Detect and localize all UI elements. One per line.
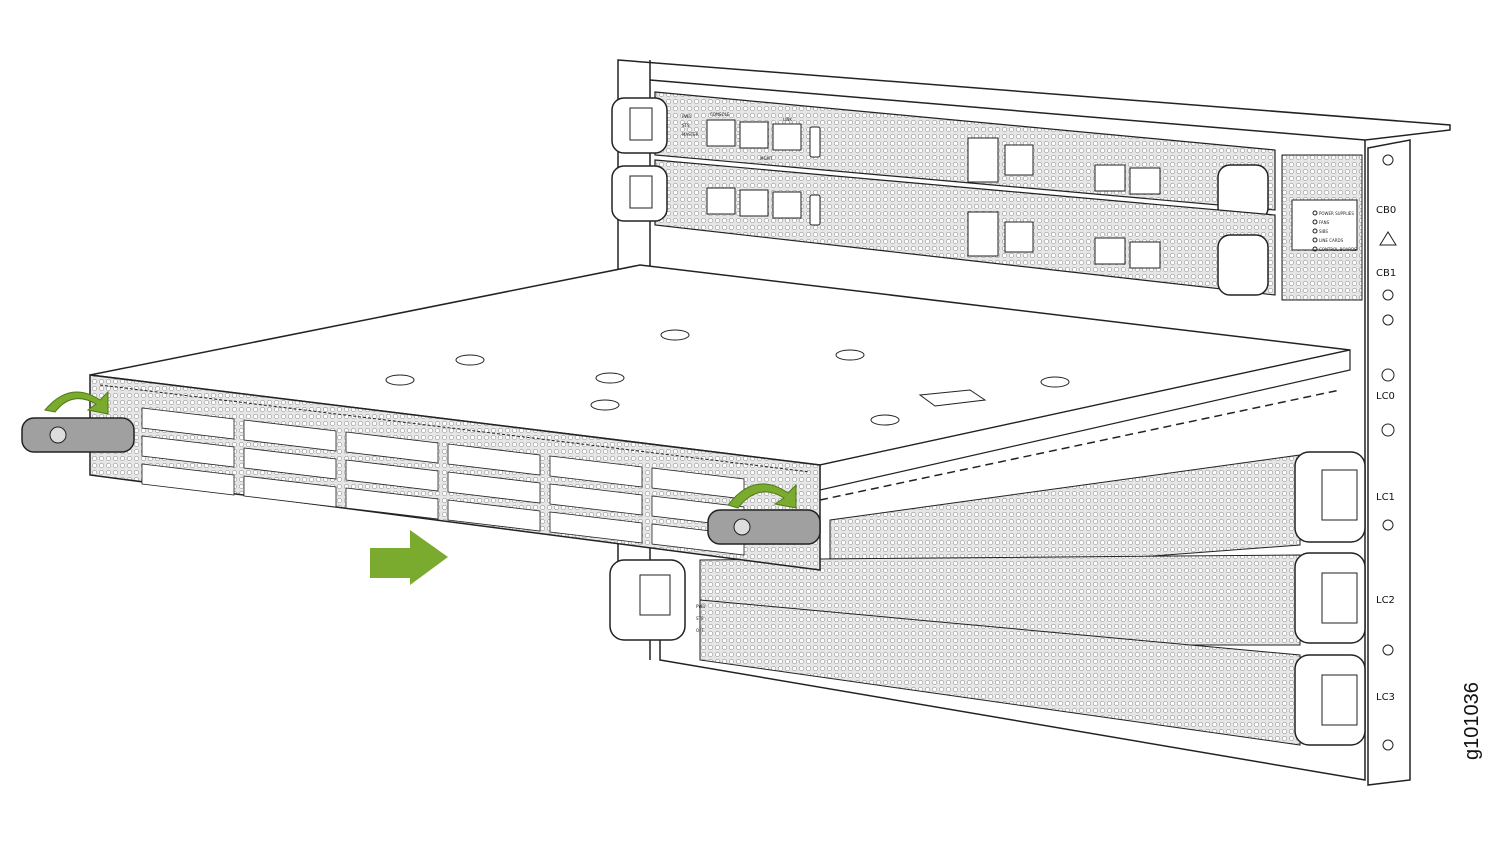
slot-label-lc3: LC3 [1376,692,1395,703]
guide-line [819,389,1341,501]
port-cage [447,443,541,476]
slot-label-cb0: CB0 [1376,205,1396,216]
figure-id: g101036 [1461,682,1483,760]
port-cage [447,499,541,532]
mgmt-label: MGMT [760,156,773,161]
status-panel: POWER SUPPLIES FANS SIBS LINE CARDS CONTROL … [1281,154,1363,301]
sts-label: STS [682,123,690,128]
port-cage [549,483,643,516]
rotate-arrow-icon [44,390,109,415]
status-label: LINE CARDS [1319,238,1344,243]
port-cage [549,455,643,488]
ejector-handle-right[interactable] [707,509,821,545]
status-label: FANS [1319,220,1330,225]
port-cage [243,447,337,480]
console-label: CONSOLE [710,112,730,117]
status-label: POWER SUPPLIES [1319,211,1354,216]
port-cage [243,419,337,452]
installed-line-cards: PWR STS OFF [609,451,1366,746]
status-label: CONTROL BOARDS [1319,247,1357,252]
status-led [1312,246,1318,252]
control-board-cb1 [611,159,1276,296]
link-label: LINK [783,117,792,122]
pwr-label: PWR [682,114,691,119]
captive-screw-icon [733,518,751,536]
rotate-arrow-icon [727,483,797,509]
ejector-handle[interactable] [1217,234,1269,296]
ejector-handle-left[interactable] [21,417,135,453]
port-cage [345,487,439,520]
port-cage [141,435,235,468]
slot-label-cb1: CB1 [1376,268,1396,279]
captive-screw-icon [49,426,67,444]
status-led [1312,219,1318,225]
insert-direction-arrow-icon [370,530,448,585]
master-label: MASTER [682,132,699,137]
status-led [1312,237,1318,243]
status-led [1312,228,1318,234]
status-led [1312,210,1318,216]
port-cage [549,511,643,544]
led-label: PWR [696,604,705,609]
control-board-cb0: PWR STS MASTER CONSOLE LINK MGMT [611,91,1276,221]
slot-label-lc2: LC2 [1376,595,1395,606]
status-label: SIBS [1319,229,1328,234]
port-cage [243,475,337,508]
led-label: OFF [696,628,704,633]
port-cage [141,407,235,440]
slot-label-lc1: LC1 [1376,492,1395,503]
port-cage [345,431,439,464]
port-cage [447,471,541,504]
rack-rail: CB0 CB1 LC0 LC1 LC2 LC3 [1367,139,1411,786]
slot-label-lc0: LC0 [1376,391,1395,402]
port-cage [141,463,235,496]
port-cage [345,459,439,492]
line-card-lc0 [89,264,1351,571]
led-label: STS [696,616,704,621]
